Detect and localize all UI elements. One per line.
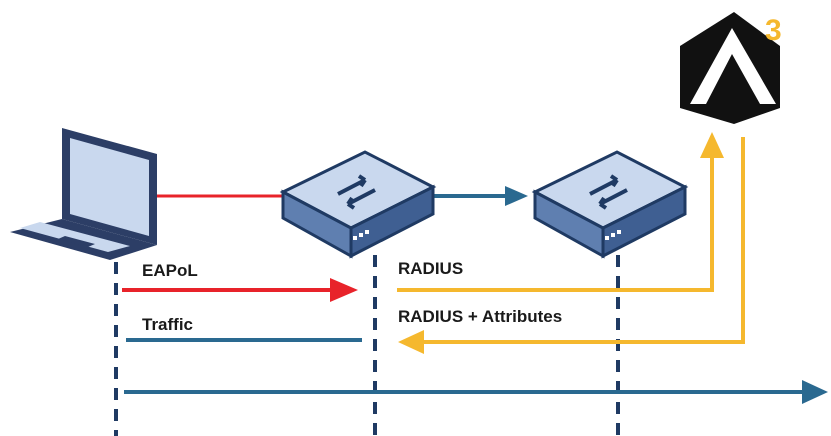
radius-label: RADIUS [398,259,463,278]
switch-to-switch-arrow [430,186,528,206]
logo-badge: 3 [765,14,782,47]
radius-arrow [397,132,724,292]
lifelines [114,255,620,436]
laptop-icon [10,128,157,260]
switch-icon [531,150,689,259]
traffic-label: Traffic [142,315,193,334]
radius-attributes-arrow [398,137,745,354]
radius-attributes-label: RADIUS + Attributes [398,307,562,326]
server-logo-icon: 3 [680,12,782,124]
switch-icon [279,150,437,259]
eapol-arrow [122,278,358,302]
data-traffic-arrow [124,380,828,404]
eapol-label: EAPoL [142,261,198,280]
